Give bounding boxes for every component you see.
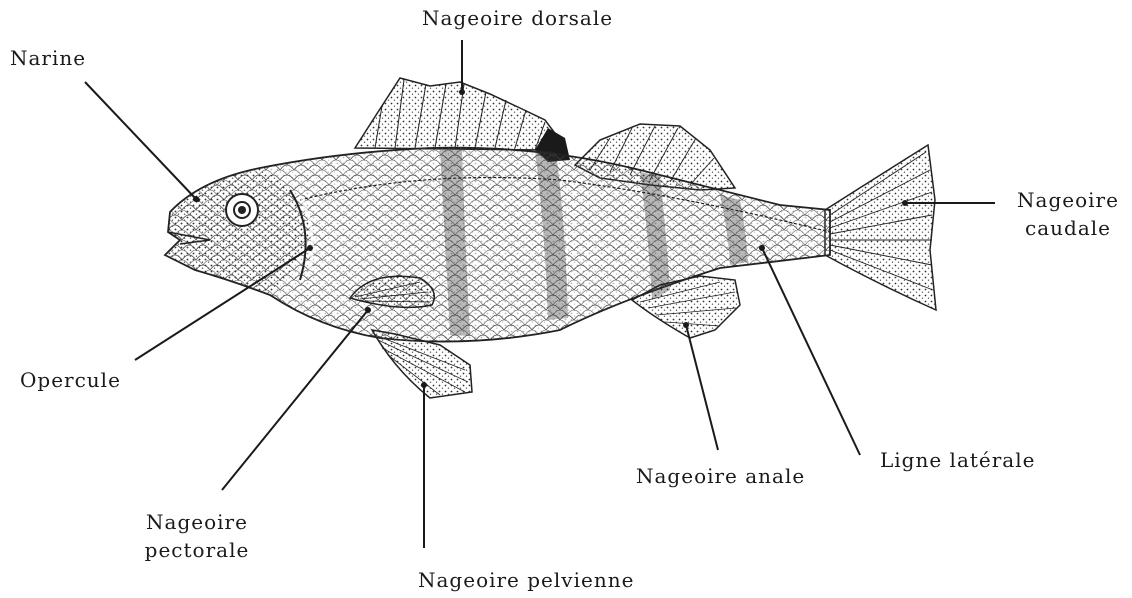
leader-pectorale xyxy=(222,310,368,490)
label-nageoire-caudale: Nageoire caudale xyxy=(1008,186,1128,242)
label-opercule: Opercule xyxy=(20,366,121,394)
caudal-fin xyxy=(825,145,936,310)
label-nageoire-dorsale: Nageoire dorsale xyxy=(422,4,613,32)
label-narine: Narine xyxy=(10,44,86,72)
dorsal-fin-spiny xyxy=(355,78,560,150)
label-nageoire-anale: Nageoire anale xyxy=(636,462,805,490)
label-nageoire-pelvienne: Nageoire pelvienne xyxy=(418,566,634,594)
leader-anale xyxy=(686,325,718,450)
label-nageoire-caudale-line1: Nageoire xyxy=(1008,186,1128,214)
label-nageoire-pectorale-line1: Nageoire xyxy=(132,508,262,536)
leader-laterale xyxy=(762,248,860,455)
label-nageoire-pectorale: Nageoire pectorale xyxy=(132,508,262,564)
label-nageoire-caudale-line2: caudale xyxy=(1008,214,1128,242)
label-nageoire-pectorale-line2: pectorale xyxy=(132,536,262,564)
leader-narine xyxy=(85,82,196,199)
label-ligne-laterale: Ligne latérale xyxy=(880,446,1035,474)
